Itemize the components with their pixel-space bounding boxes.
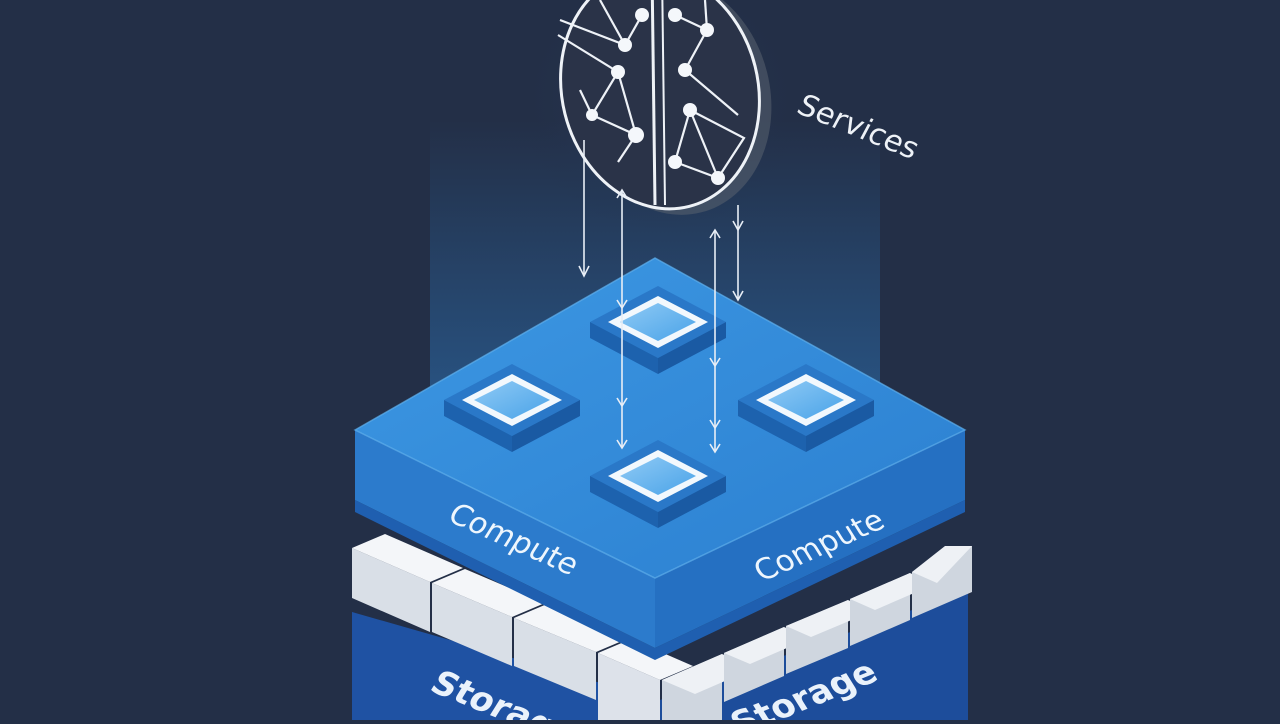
compute-chip-right bbox=[738, 364, 874, 452]
arrow-down-icon bbox=[578, 140, 590, 278]
compute-chip-left bbox=[444, 364, 580, 452]
arrow-bidirectional-icon bbox=[616, 188, 628, 450]
arrow-bidirectional-icon bbox=[709, 228, 721, 454]
compute-layer: Compute Compute bbox=[353, 257, 967, 660]
connection-arrows bbox=[578, 140, 744, 454]
brain-network-icon bbox=[520, 0, 800, 230]
compute-chip-top bbox=[590, 286, 726, 374]
storage-block bbox=[598, 639, 693, 720]
arrow-down-icon bbox=[732, 205, 744, 302]
storage-block bbox=[352, 534, 463, 632]
storage-block bbox=[432, 569, 545, 666]
storage-blocks bbox=[352, 534, 972, 720]
compute-chip-bottom bbox=[590, 440, 726, 528]
storage-block bbox=[912, 546, 972, 618]
storage-block bbox=[514, 604, 629, 700]
